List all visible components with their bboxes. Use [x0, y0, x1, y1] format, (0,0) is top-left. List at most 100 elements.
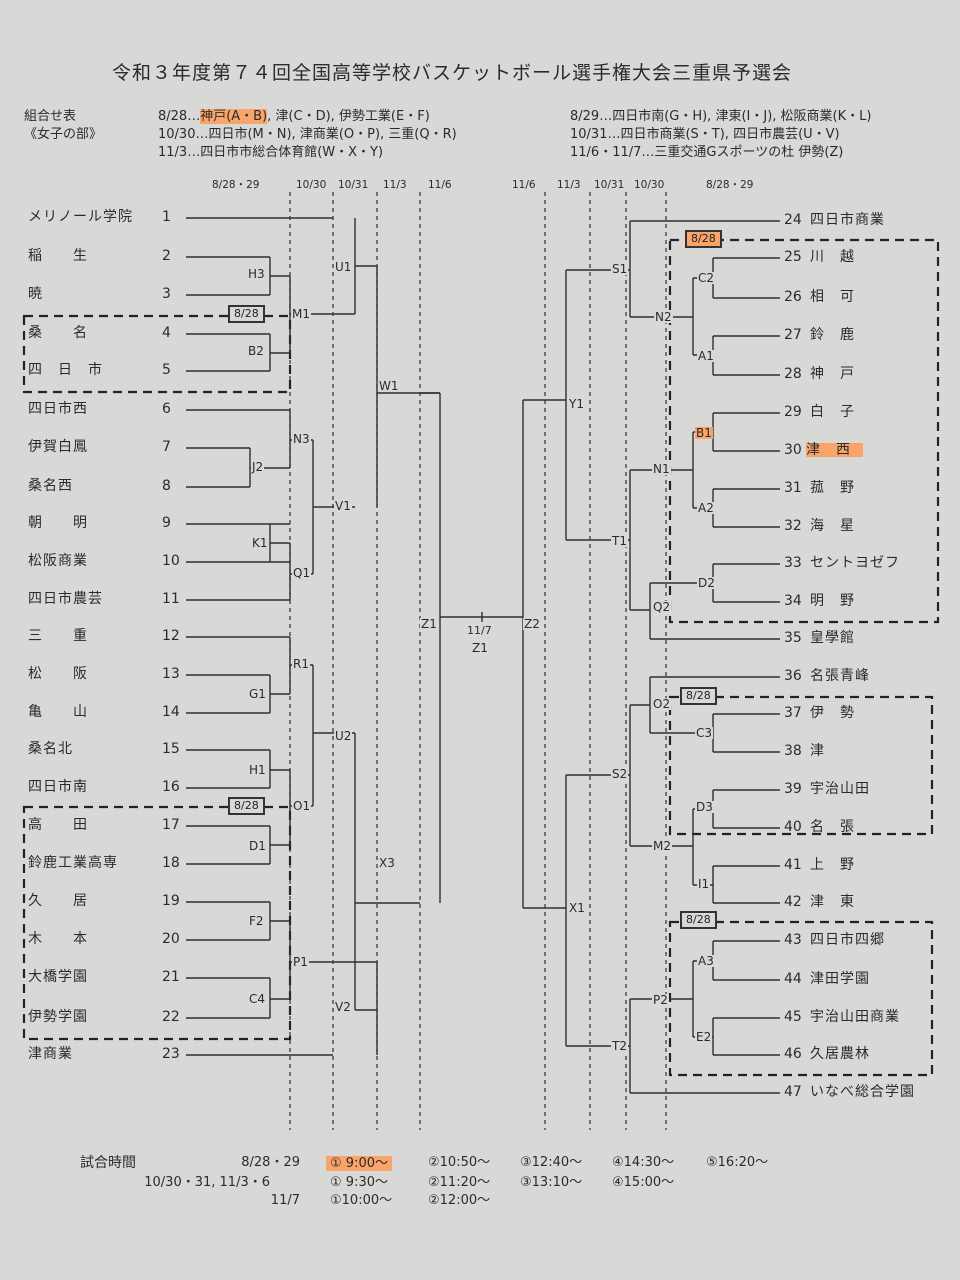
- match-label: H1: [248, 763, 267, 777]
- page-title: 令和３年度第７４回全国高等学校バスケットボール選手権大会三重県予選会: [112, 62, 793, 84]
- match-label: X1: [568, 901, 586, 915]
- team-name-left: 桑名北: [28, 741, 73, 757]
- match-label: V2: [334, 1000, 352, 1014]
- match-label: R1: [292, 657, 310, 671]
- match-label: N3: [292, 432, 311, 446]
- group-box: [22, 314, 292, 394]
- team-name-right: 四日市四郷: [810, 932, 885, 948]
- date-badge: 8/28: [228, 305, 265, 324]
- schedule-date: 8/28・29: [241, 1155, 300, 1170]
- match-label: A2: [697, 501, 715, 515]
- team-seed-left: 5: [162, 362, 171, 378]
- final-date: 11/7: [467, 624, 492, 637]
- team-name-left: 四日市農芸: [28, 591, 103, 607]
- group-box: [668, 238, 940, 624]
- team-name-right: 海 星: [810, 518, 855, 534]
- team-name-left: 四日市南: [28, 779, 88, 795]
- team-seed-left: 18: [162, 855, 180, 871]
- team-name-left: 久 居: [28, 893, 88, 909]
- team-name-right: 鈴 鹿: [810, 327, 855, 343]
- team-seed-left: 20: [162, 931, 180, 947]
- team-name-right: 津田学園: [810, 971, 870, 987]
- team-name-left: 大橋学園: [28, 969, 88, 985]
- team-seed-right: 40: [784, 819, 802, 835]
- schedule-label: 試合時間: [80, 1155, 136, 1171]
- team-name-right: 津: [810, 743, 825, 759]
- match-label: K1: [251, 536, 269, 550]
- team-seed-left: 7: [162, 439, 171, 455]
- team-name-right: 明 野: [810, 593, 855, 609]
- col-date: 11/6: [428, 179, 452, 191]
- team-name-left: 四日市西: [28, 401, 88, 417]
- match-label: N1: [652, 462, 671, 476]
- team-name-left: 三 重: [28, 628, 88, 644]
- team-name-right: 皇學館: [810, 630, 855, 646]
- col-date: 11/6: [512, 179, 536, 191]
- group-box: [668, 695, 934, 836]
- match-label: V1: [334, 499, 352, 513]
- team-name-left: 木 本: [28, 931, 88, 947]
- match-label: S1: [611, 262, 629, 276]
- match-label: O1: [292, 799, 312, 813]
- team-seed-left: 4: [162, 325, 171, 341]
- match-label: G1: [248, 687, 267, 701]
- match-label: Y1: [568, 397, 585, 411]
- match-label: W1: [378, 379, 400, 393]
- match-label: U1: [334, 260, 353, 274]
- match-label: D2: [697, 576, 716, 590]
- team-name-right: 四日市商業: [810, 212, 885, 228]
- match-label: B2: [247, 344, 265, 358]
- team-name-left: 津商業: [28, 1046, 73, 1062]
- team-seed-left: 3: [162, 286, 171, 302]
- team-name-right: 津 西: [806, 443, 863, 457]
- schedule-date: 11/7: [270, 1193, 300, 1208]
- team-name-right: セントヨゼフ: [810, 555, 900, 571]
- match-label: X3: [378, 856, 396, 870]
- team-seed-right: 47: [784, 1084, 802, 1100]
- team-seed-right: 26: [784, 289, 802, 305]
- team-name-left: 稲 生: [28, 248, 88, 264]
- header-label-pairings: 組合せ表: [24, 109, 77, 124]
- team-seed-left: 11: [162, 591, 180, 607]
- match-label: P2: [652, 993, 669, 1007]
- team-seed-left: 8: [162, 478, 171, 494]
- team-seed-right: 43: [784, 932, 802, 948]
- schedule-time: ②11:20～: [428, 1175, 491, 1190]
- col-date: 11/3: [557, 179, 581, 191]
- team-name-left: 桑名西: [28, 478, 73, 494]
- team-name-right: 宇治山田商業: [810, 1009, 900, 1025]
- match-label-highlight: B1: [695, 426, 713, 440]
- match-label: Q1: [292, 566, 312, 580]
- match-label: P1: [292, 955, 309, 969]
- schedule-time: ③13:10～: [520, 1175, 583, 1190]
- team-seed-right: 38: [784, 743, 802, 759]
- venue-line-right-2: 10/31…四日市商業(S・T), 四日市農芸(U・V): [570, 127, 840, 142]
- match-label: J2: [251, 460, 265, 474]
- match-label: C2: [697, 271, 716, 285]
- match-label: S2: [611, 767, 629, 781]
- team-seed-right: 44: [784, 971, 802, 987]
- team-name-right: 菰 野: [810, 480, 855, 496]
- team-name-right: 川 越: [810, 249, 855, 265]
- col-date: 8/28・29: [212, 179, 260, 191]
- team-seed-right: 25: [784, 249, 802, 265]
- team-seed-left: 9: [162, 515, 171, 531]
- match-label: M2: [652, 839, 672, 853]
- col-date: 10/31: [594, 179, 625, 191]
- team-name-left: 高 田: [28, 817, 88, 833]
- team-seed-right: 46: [784, 1046, 802, 1062]
- team-seed-left: 21: [162, 969, 180, 985]
- match-label: A1: [697, 349, 715, 363]
- team-seed-left: 16: [162, 779, 180, 795]
- schedule-time: ①10:00～: [330, 1193, 393, 1208]
- team-seed-left: 12: [162, 628, 180, 644]
- match-label: I1: [697, 877, 711, 891]
- team-seed-left: 2: [162, 248, 171, 264]
- team-name-left: 四 日 市: [28, 362, 103, 378]
- schedule-time: ① 9:30～: [330, 1175, 388, 1190]
- col-date: 10/30: [296, 179, 327, 191]
- team-seed-left: 13: [162, 666, 180, 682]
- team-seed-left: 23: [162, 1046, 180, 1062]
- col-date: 8/28・29: [706, 179, 754, 191]
